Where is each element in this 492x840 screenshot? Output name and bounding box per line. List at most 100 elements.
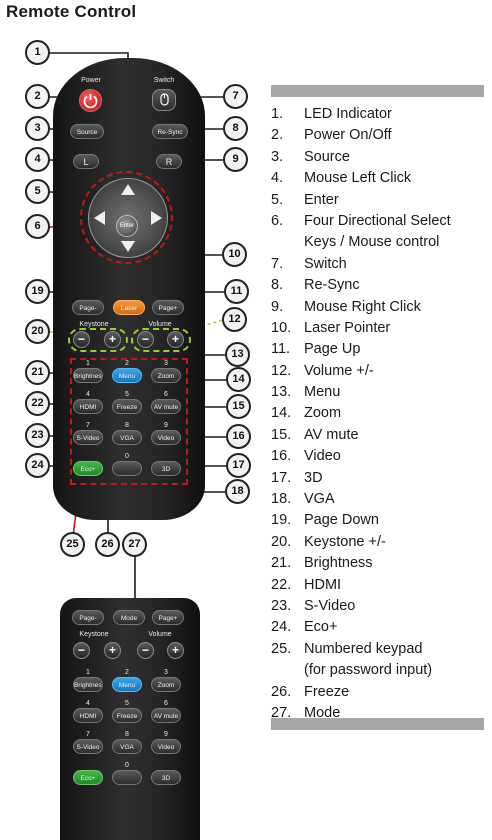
legend-item-text: AV mute xyxy=(304,426,359,443)
legend-item: 17.3D xyxy=(271,468,491,489)
source-button[interactable]: Source xyxy=(70,124,104,139)
keypad-number-label: 3 xyxy=(164,360,168,367)
callout-6: 6 xyxy=(25,214,50,239)
page-up-button[interactable]: Page+ xyxy=(152,300,184,315)
mode-button[interactable]: Mode xyxy=(113,610,145,625)
legend-item-text: Freeze xyxy=(304,683,350,700)
legend-item: 5.Enter xyxy=(271,190,491,211)
legend-item-text: Numbered keypad xyxy=(304,640,423,657)
legend-item: Keys / Mouse control xyxy=(271,232,491,253)
keypad-button-video[interactable]: Video xyxy=(151,430,181,445)
callout-3: 3 xyxy=(25,116,50,141)
legend-item-number: 16. xyxy=(271,448,292,465)
keypad-number-label: 6 xyxy=(164,391,168,398)
keypad-button-zero[interactable] xyxy=(112,770,142,785)
keypad-button-vga[interactable]: VGA xyxy=(112,739,142,754)
legend-item-text: (for password input) xyxy=(304,662,433,679)
legend-item-text: Volume +/- xyxy=(304,362,374,379)
callout-21: 21 xyxy=(25,360,50,385)
keypad-button-s-video[interactable]: S-Video xyxy=(73,430,103,445)
legend-item-text: Source xyxy=(304,148,350,165)
legend-item-text: Laser Pointer xyxy=(304,319,391,336)
keypad-button-freeze[interactable]: Freeze xyxy=(112,399,142,414)
laser-button[interactable]: Laser xyxy=(113,300,145,315)
keypad-button-eco-[interactable]: Eco+ xyxy=(73,770,103,785)
keypad-number-label: 8 xyxy=(125,422,129,429)
keypad-button-zero[interactable] xyxy=(112,461,142,476)
callout-16: 16 xyxy=(226,424,251,449)
keypad-number-label: 8 xyxy=(125,731,129,738)
legend-item-number: 6. xyxy=(271,212,284,229)
legend-bottom-bar xyxy=(271,718,484,730)
callout-7: 7 xyxy=(223,84,248,109)
left-click-button[interactable]: L xyxy=(73,154,99,169)
keypad-button-brightness[interactable]: Brightness xyxy=(73,677,103,692)
enter-button[interactable]: Enter xyxy=(116,215,138,237)
volume-plus-button-b[interactable]: + xyxy=(167,642,184,659)
callout-15: 15 xyxy=(226,394,251,419)
keypad-button-eco-[interactable]: Eco+ xyxy=(73,461,103,476)
callout-4: 4 xyxy=(25,147,50,172)
keystone-plus-button[interactable]: + xyxy=(104,331,121,348)
callout-2: 2 xyxy=(25,84,50,109)
power-icon xyxy=(83,94,98,109)
resync-button[interactable]: Re-Sync xyxy=(152,124,188,139)
legend-item: 26. Freeze xyxy=(271,682,491,703)
page-up-button-b[interactable]: Page+ xyxy=(152,610,184,625)
legend-item-text: Video xyxy=(304,448,341,465)
legend-item-number: 27. xyxy=(271,704,292,721)
legend-item-number: 1. xyxy=(271,106,284,122)
legend-item-number: 18. xyxy=(271,491,292,508)
legend-item-number: 15. xyxy=(271,426,292,443)
callout-13: 13 xyxy=(225,342,250,367)
volume-minus-button[interactable]: − xyxy=(137,331,154,348)
keypad-number-label: 7 xyxy=(86,731,90,738)
keystone-minus-button-b[interactable]: − xyxy=(73,642,90,659)
legend-item-number: 4. xyxy=(271,170,284,187)
keypad-button-menu[interactable]: Menu xyxy=(112,677,142,692)
keypad-number-label: 9 xyxy=(164,731,168,738)
legend-item-number: 26. xyxy=(271,683,292,700)
legend-item: 20.Keystone +/- xyxy=(271,532,491,553)
keypad-button-av-mute[interactable]: AV mute xyxy=(151,708,181,723)
right-click-button[interactable]: R xyxy=(156,154,182,169)
legend-item: 16. Video xyxy=(271,446,491,467)
page-down-button-b[interactable]: Page- xyxy=(72,610,104,625)
keystone-label: Keystone xyxy=(79,321,109,328)
keypad-button-menu[interactable]: Menu xyxy=(112,368,142,383)
switch-button[interactable] xyxy=(152,89,176,111)
keypad-button-3d[interactable]: 3D xyxy=(151,461,181,476)
legend-item-text: Mode xyxy=(304,704,341,721)
keypad-number-label: 0 xyxy=(125,762,129,769)
keystone-minus-button[interactable]: − xyxy=(73,331,90,348)
legend-item-number: 7. xyxy=(271,255,284,272)
callout-11: 11 xyxy=(224,279,249,304)
callout-1: 1 xyxy=(25,40,50,65)
legend-item-text: 3D xyxy=(304,469,323,486)
legend-item-number: 9. xyxy=(271,298,284,315)
legend-item-text: HDMI xyxy=(304,576,342,593)
legend-item-number: 19. xyxy=(271,512,292,529)
keypad-button-brightness[interactable]: Brightness xyxy=(73,368,103,383)
keypad-button-video[interactable]: Video xyxy=(151,739,181,754)
keystone-plus-button-b[interactable]: + xyxy=(104,642,121,659)
volume-minus-button-b[interactable]: − xyxy=(137,642,154,659)
keypad-button-hdmi[interactable]: HDMI xyxy=(73,399,103,414)
keypad-button-vga[interactable]: VGA xyxy=(112,430,142,445)
keypad-button-av-mute[interactable]: AV mute xyxy=(151,399,181,414)
keypad-button-zoom[interactable]: Zoom xyxy=(151,368,181,383)
keypad-button-zoom[interactable]: Zoom xyxy=(151,677,181,692)
keypad-button-s-video[interactable]: S-Video xyxy=(73,739,103,754)
page-down-button[interactable]: Page- xyxy=(72,300,104,315)
legend-item-number: 21. xyxy=(271,555,292,572)
power-button[interactable] xyxy=(79,89,102,112)
keypad-number-label: 3 xyxy=(164,669,168,676)
volume-plus-button[interactable]: + xyxy=(167,331,184,348)
keypad-button-hdmi[interactable]: HDMI xyxy=(73,708,103,723)
keypad-button-freeze[interactable]: Freeze xyxy=(112,708,142,723)
legend-item: 10.Laser Pointer xyxy=(271,318,491,339)
keypad-button-3d[interactable]: 3D xyxy=(151,770,181,785)
callout-22: 22 xyxy=(25,391,50,416)
directional-arrows xyxy=(94,184,162,252)
legend-item-number: 5. xyxy=(271,191,284,208)
